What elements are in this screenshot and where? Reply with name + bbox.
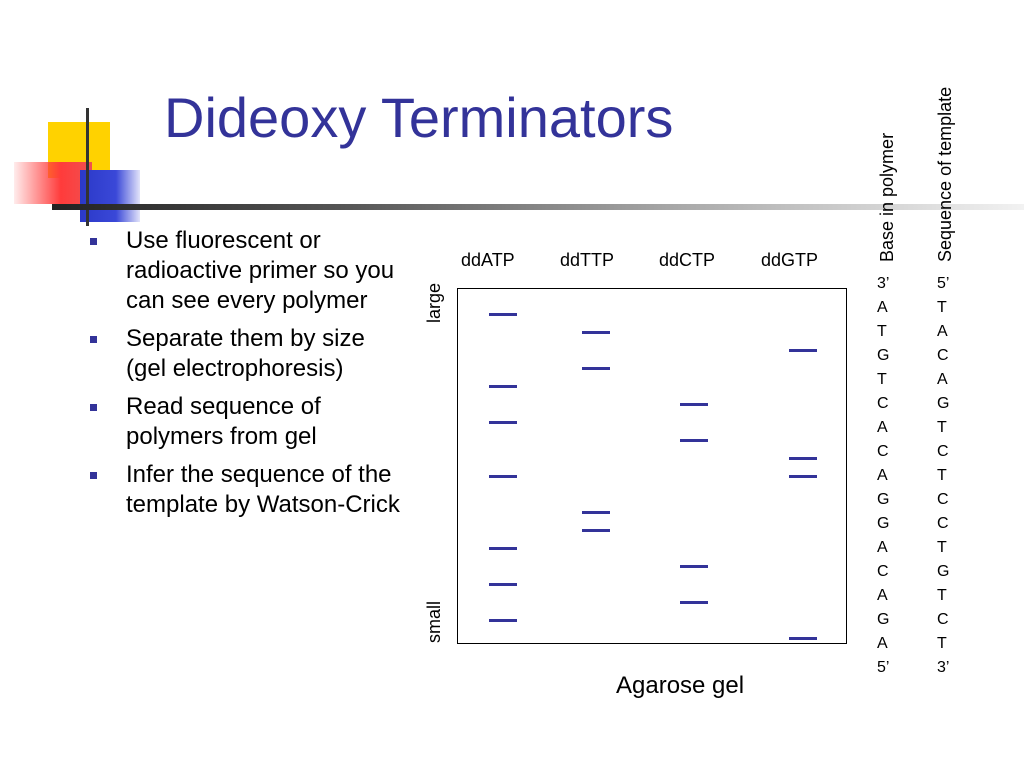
- sequence-base: A: [877, 299, 888, 316]
- gel-band-ddatp: [489, 547, 517, 550]
- sequence-base: C: [937, 443, 949, 460]
- lane-label-ddatp: ddATP: [461, 250, 515, 270]
- sequence-base: T: [937, 467, 947, 484]
- gel-band-ddctp: [680, 601, 708, 604]
- sequence-base: 5’: [877, 659, 890, 676]
- gel-caption: Agarose gel: [616, 672, 745, 699]
- gel-band-ddatp: [489, 385, 517, 388]
- sequence-base: C: [877, 563, 889, 580]
- bullet-item: Separate them by size (gel electrophores…: [88, 324, 408, 384]
- gel-band-ddttp: [582, 367, 610, 370]
- sequence-base: G: [877, 611, 890, 628]
- sequence-base: C: [877, 443, 889, 460]
- sequence-base: G: [877, 347, 890, 364]
- lane-label-ddttp: ddTTP: [560, 250, 615, 270]
- gel-band-ddatp: [489, 619, 517, 622]
- gel-band-ddatp: [489, 583, 517, 586]
- bullet-text: Read sequence of polymers from gel: [126, 393, 321, 450]
- gel-band-ddatp: [489, 313, 517, 316]
- sequence-base: A: [877, 419, 888, 436]
- bullet-text: Infer the sequence of the template by Wa…: [126, 461, 400, 518]
- gel-band-ddgtp: [789, 475, 817, 478]
- gel-band-ddttp: [582, 331, 610, 334]
- lane-label-ddgtp: ddGTP: [761, 250, 819, 270]
- gel-band-ddttp: [582, 529, 610, 532]
- gel-band-ddctp: [680, 403, 708, 406]
- bullet-list: Use fluorescent or radioactive primer so…: [88, 226, 408, 528]
- gel-large-label: large: [424, 282, 444, 323]
- bullet-item: Use fluorescent or radioactive primer so…: [88, 226, 408, 316]
- sequence-base: A: [877, 539, 888, 556]
- gel-band-ddatp: [489, 475, 517, 478]
- bullet-text: Separate them by size (gel electrophores…: [126, 325, 365, 382]
- sequence-base: T: [937, 539, 947, 556]
- sequence-base: T: [877, 371, 887, 388]
- gel-box: [457, 288, 847, 644]
- sequence-base: T: [937, 635, 947, 652]
- gel-band-ddgtp: [789, 637, 817, 640]
- sequence-base: G: [877, 515, 890, 532]
- gel-band-ddgtp: [789, 349, 817, 352]
- sequence-base: T: [937, 587, 947, 604]
- sequence-base: A: [877, 635, 888, 652]
- sequence-base: C: [937, 611, 949, 628]
- square-bullet-icon: [90, 472, 97, 479]
- lane-label-ddctp: ddCTP: [659, 250, 716, 270]
- square-bullet-icon: [90, 238, 97, 245]
- bullet-text: Use fluorescent or radioactive primer so…: [126, 227, 395, 314]
- title-divider-line: [52, 204, 1024, 210]
- template-column-header: Sequence of template: [935, 86, 955, 262]
- decor-vertical-line: [86, 108, 89, 226]
- square-bullet-icon: [90, 336, 97, 343]
- bullet-item: Read sequence of polymers from gel: [88, 392, 408, 452]
- sequence-base: A: [877, 587, 888, 604]
- sequence-base: C: [937, 515, 949, 532]
- square-bullet-icon: [90, 404, 97, 411]
- page-title: Dideoxy Terminators: [164, 86, 674, 149]
- sequence-base: A: [877, 467, 888, 484]
- decor-blue-square: [80, 170, 140, 222]
- gel-band-ddgtp: [789, 457, 817, 460]
- gel-band-ddctp: [680, 565, 708, 568]
- bullet-item: Infer the sequence of the template by Wa…: [88, 460, 408, 520]
- gel-band-ddctp: [680, 439, 708, 442]
- sequence-base: T: [937, 419, 947, 436]
- sequence-base: T: [877, 323, 887, 340]
- gel-small-label: small: [424, 600, 444, 643]
- sequence-base: T: [937, 299, 947, 316]
- gel-band-ddttp: [582, 511, 610, 514]
- sequence-base: A: [937, 371, 948, 388]
- polymer-column-header: Base in polymer: [877, 132, 897, 262]
- sequence-base: G: [937, 395, 950, 412]
- sequence-base: G: [937, 563, 950, 580]
- sequence-base: A: [937, 323, 948, 340]
- sequence-base: 3’: [937, 659, 950, 676]
- sequence-base: C: [937, 347, 949, 364]
- sequence-base: C: [877, 395, 889, 412]
- sequence-base: C: [937, 491, 949, 508]
- sequence-base: 3’: [877, 275, 890, 292]
- sequence-base: 5’: [937, 275, 950, 292]
- gel-band-ddatp: [489, 421, 517, 424]
- sequence-base: G: [877, 491, 890, 508]
- decor-red-square: [14, 162, 92, 204]
